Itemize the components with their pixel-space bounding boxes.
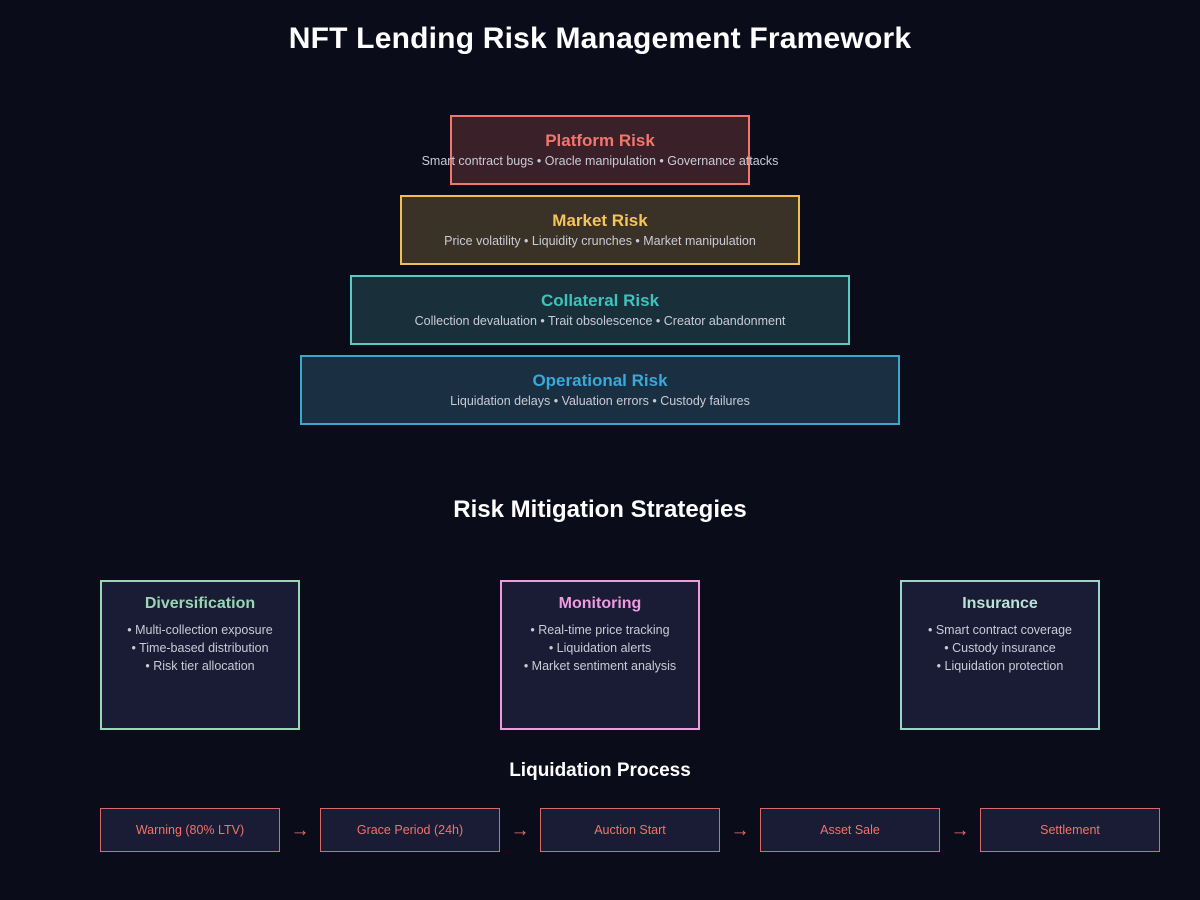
arrow-right-icon: → [730,819,750,841]
process-step[interactable]: Warning (80% LTV) [100,808,280,852]
process-step[interactable]: Settlement [980,808,1160,852]
mitigation-card-item: • Time-based distribution [131,641,269,655]
process-step[interactable]: Grace Period (24h) [320,808,500,852]
process-step-label: Asset Sale [820,823,880,837]
mitigation-card-row: Diversification • Multi-collection exposu… [100,580,1100,730]
mitigation-card-item: • Custody insurance [944,641,1056,655]
mitigation-section-heading: Risk Mitigation Strategies [453,496,747,523]
process-step[interactable]: Auction Start [540,808,720,852]
mitigation-card-item: • Liquidation protection [936,659,1064,673]
mitigation-card-item: • Real-time price tracking [530,623,670,637]
mitigation-card-title: Insurance [962,595,1038,612]
process-step-label: Auction Start [594,823,666,837]
page-title: NFT Lending Risk Management Framework [288,22,912,55]
arrow-right-icon: → [510,819,530,841]
mitigation-card-item: • Risk tier allocation [145,659,255,673]
mitigation-card-title: Monitoring [558,595,642,612]
mitigation-card-item: • Smart contract coverage [927,623,1073,637]
risk-level-title: Collateral Risk [540,291,660,310]
risk-level-description: Price volatility • Liquidity crunches • … [444,234,756,248]
process-step-label: Warning (80% LTV) [135,823,245,837]
process-step[interactable]: Asset Sale [760,808,940,852]
mitigation-card-item: • Liquidation alerts [548,641,652,655]
arrow-right-icon: → [950,819,970,841]
mitigation-card-item: • Multi-collection exposure [127,623,273,637]
process-step-label: Settlement [1040,823,1100,837]
mitigation-card-item: • Market sentiment analysis [523,659,677,673]
arrow-right-icon: → [290,819,310,841]
risk-level-title: Platform Risk [545,131,655,150]
risk-level-description: Smart contract bugs • Oracle manipulatio… [421,154,779,168]
process-step-label: Grace Period (24h) [356,823,464,837]
risk-level-title: Market Risk [552,211,648,230]
mitigation-card-title: Diversification [144,595,256,612]
mitigation-card[interactable]: Insurance • Smart contract coverage • Cust… [900,580,1100,730]
liquidation-process-row: Warning (80% LTV) → Grace Period (24h) → Auc… [100,808,1160,852]
liquidation-process-heading: Liquidation Process [509,760,691,781]
mitigation-card[interactable]: Monitoring • Real-time price tracking • Li… [500,580,700,730]
risk-level-description: Collection devaluation • Trait obsolesce… [414,314,786,328]
risk-level-description: Liquidation delays • Valuation errors • … [450,394,750,408]
mitigation-card[interactable]: Diversification • Multi-collection exposu… [100,580,300,730]
risk-level-title: Operational Risk [532,371,668,390]
